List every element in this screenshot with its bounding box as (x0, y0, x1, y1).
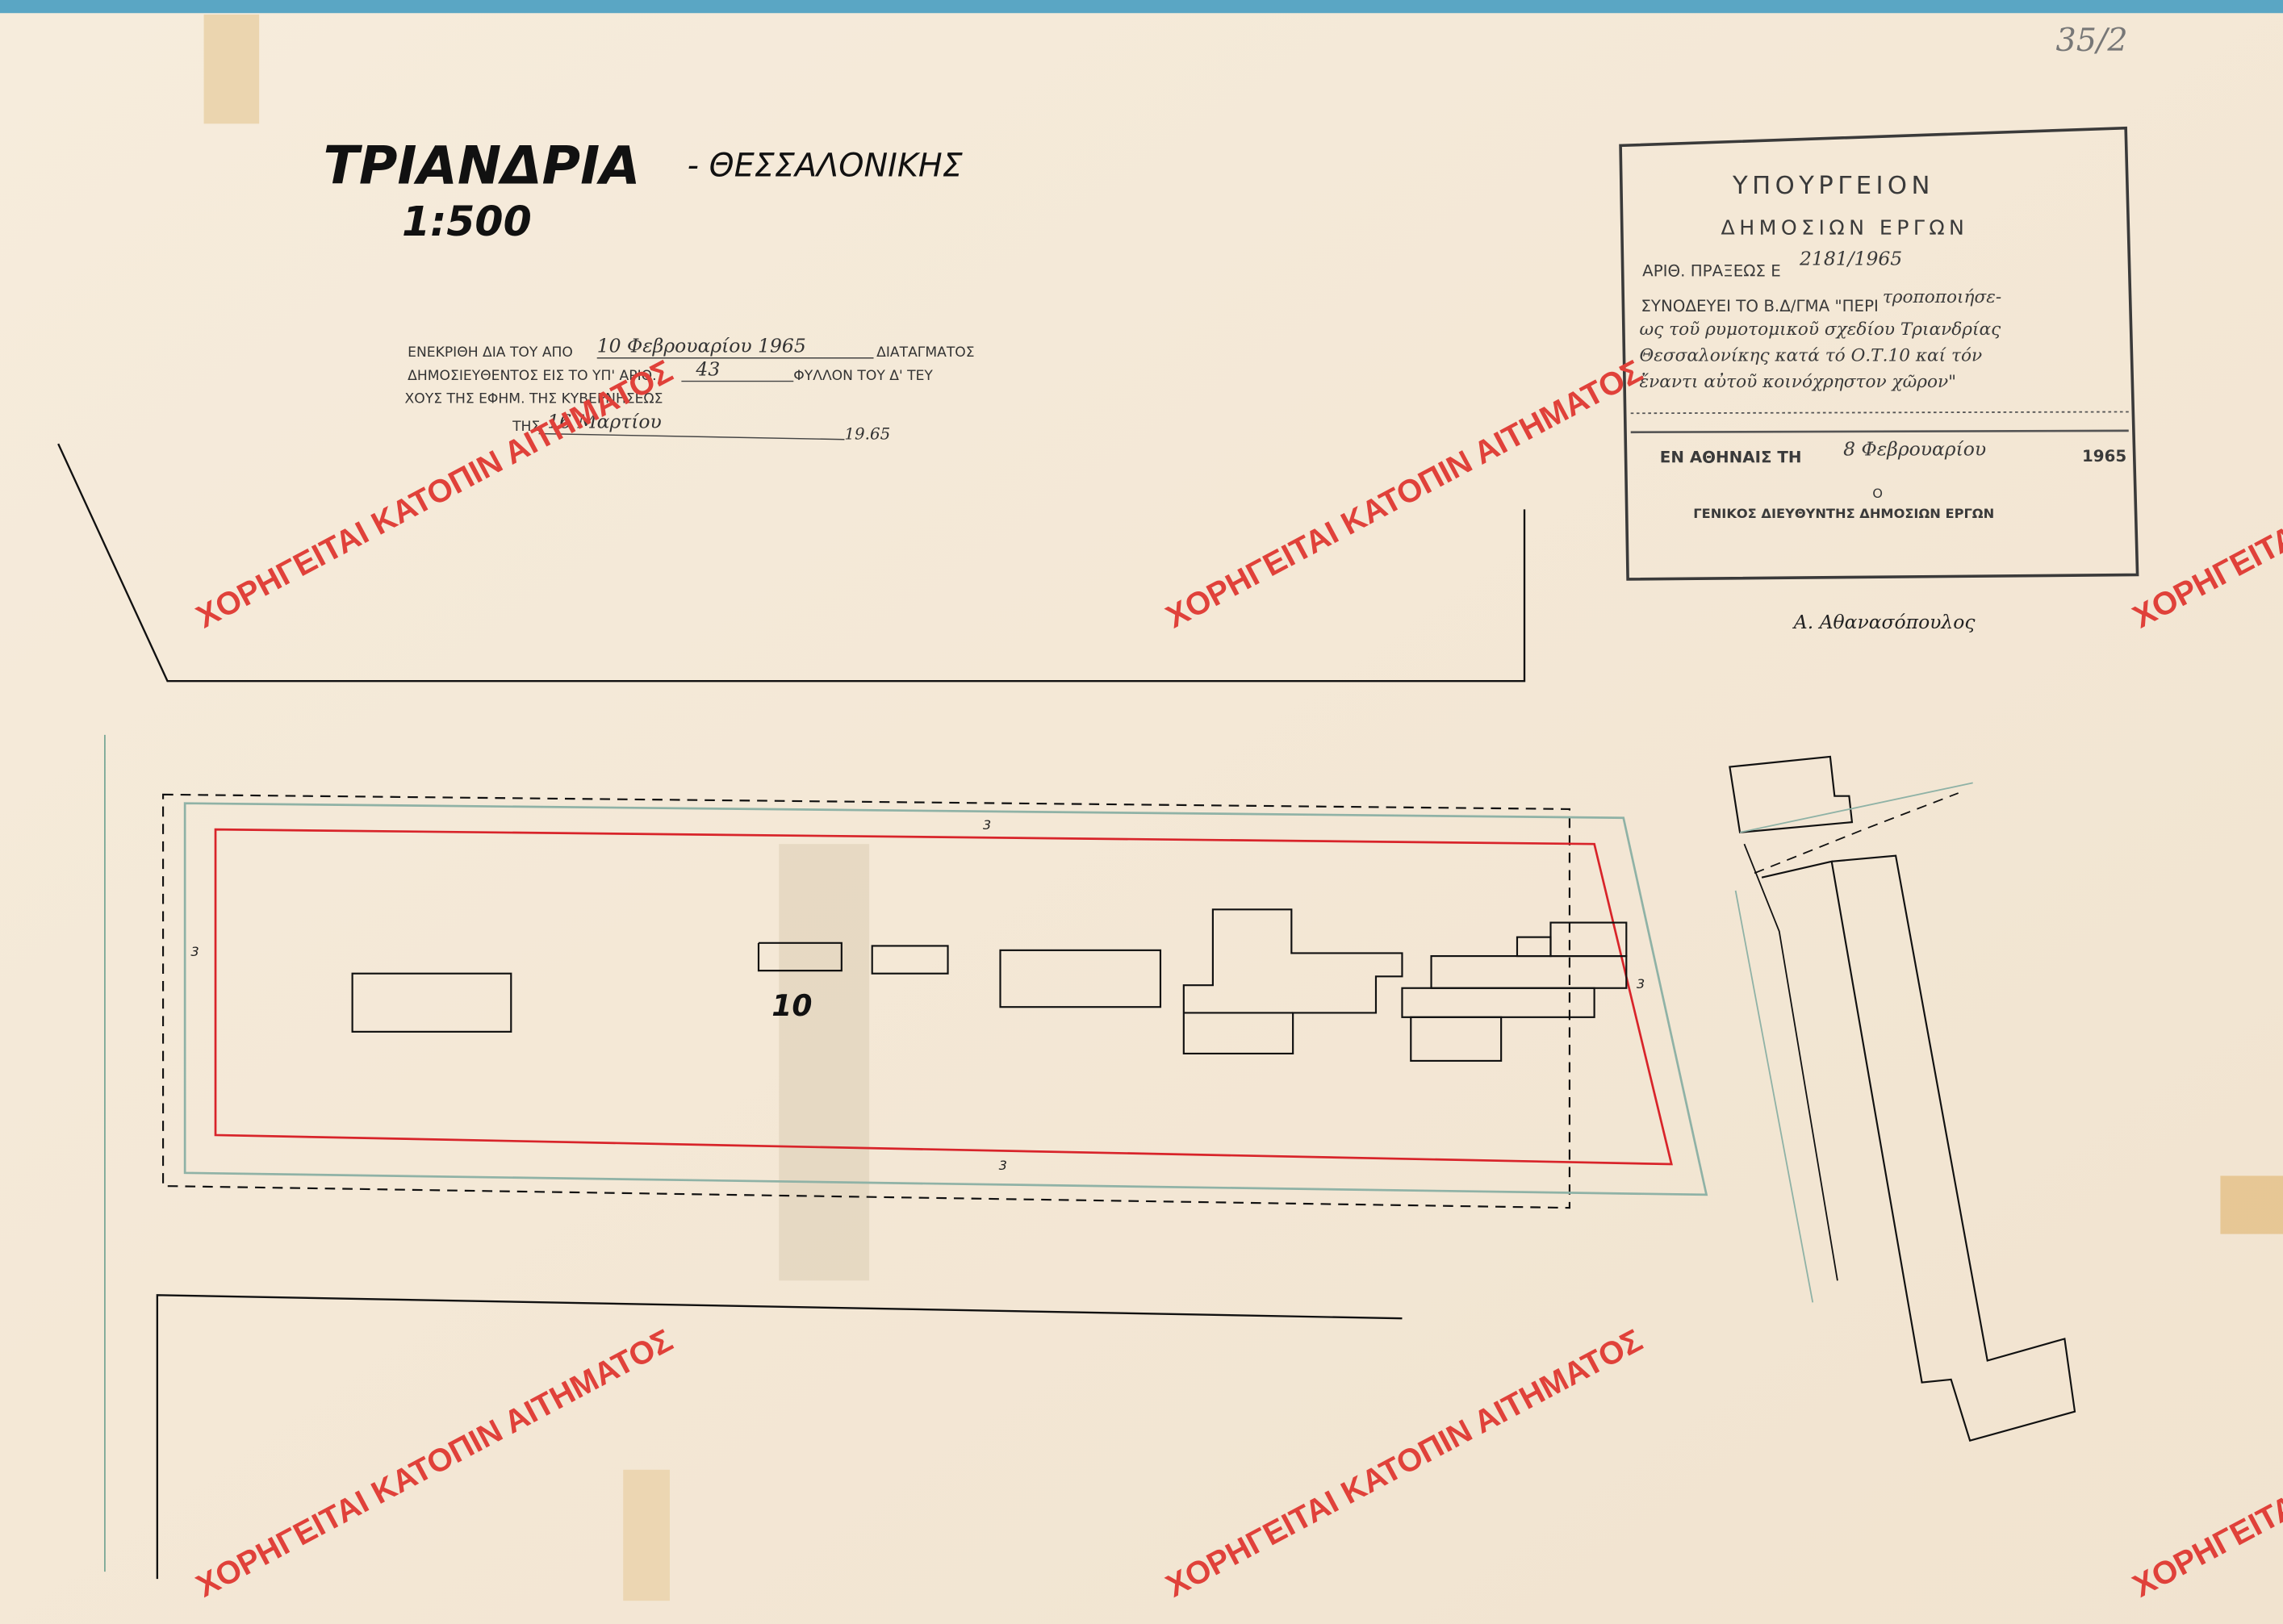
blue-border-strip (0, 0, 2283, 14)
title-place: ΤΡΙΑΝΔΡΙΑ (324, 136, 641, 196)
dimension-label: 3 (1637, 976, 1645, 992)
stamp-subject: Θεσσαλονίκης κατά τό Ο.Τ.10 καί τόν (1640, 345, 1983, 365)
gazette-number: 43 (695, 357, 720, 380)
title-region: - ΘΕΣΣΑΛΟΝΙΚΗΣ (688, 147, 963, 184)
stamp-date: 8 Φεβρουαρίου (1843, 438, 1986, 461)
approval-text: ΔΙΑΤΑΓΜΑΤΟΣ (876, 344, 974, 361)
publication-date: 16 Μαρτίου (547, 410, 661, 432)
stamp-year: 1965 (2082, 447, 2126, 465)
approval-text: ΔΗΜΟΣΙΕΥΘΕΝΤΟΣ ΕΙΣ ΤΟ ΥΠ' ΑΡΙΘ. (408, 368, 656, 384)
stamp-label: ΣΥΝΟΔΕΥΕΙ ΤΟ Β.Δ/ΓΜΑ "ΠΕΡΙ (1641, 297, 1879, 315)
stamp-place-label: ΕΝ ΑΘΗΝΑΙΣ ΤΗ (1660, 449, 1802, 467)
ministry-stamp: ΥΠΟΥΡΓΕΙΟΝ ΔΗΜΟΣΙΩΝ ΕΡΓΩΝ ΑΡΙΘ. ΠΡΑΞΕΩΣ … (1619, 126, 2139, 581)
stamp-ministry: ΔΗΜΟΣΙΩΝ ΕΡΓΩΝ (1721, 215, 1969, 239)
title-scale: 1:500 (402, 198, 532, 245)
dimension-label: 3 (190, 944, 199, 959)
approval-text: ΕΝΕΚΡΙΘΗ ΔΙΑ ΤΟΥ ΑΠΟ (408, 344, 573, 361)
stamp-signatory: ΓΕΝΙΚΟΣ ΔΙΕΥΘΥΝΤΗΣ ΔΗΜΟΣΙΩΝ ΕΡΓΩΝ (1693, 506, 1994, 521)
right-street-lines (1734, 782, 1973, 1303)
tape-mark (203, 15, 260, 124)
approval-date: 10 Φεβρουαρίου 1965 (597, 335, 806, 357)
building-line (214, 828, 1673, 1166)
tape-mark (2220, 1175, 2283, 1234)
page-note: 35/2 (2056, 22, 2128, 59)
stamp-subject: ως τοῦ ρυμοτομικοῦ σχεδίου Τριανδρίας (1640, 319, 2002, 340)
approval-text: ΤΗΣ (512, 419, 540, 435)
stamp-act-label: ΑΡΙΘ. ΠΡΑΞΕΩΣ Ε (1642, 262, 1781, 281)
stamp-subject: ἔναντι αὐτοῦ κοινόχρηστον χῶρον" (1640, 372, 1957, 392)
approval-note: ΕΝΕΚΡΙΘΗ ΔΙΑ ΤΟΥ ΑΠΟ 10 Φεβρουαρίου 1965… (405, 335, 975, 444)
signature: Α. Αθανασόπουλος (1792, 611, 1976, 633)
tape-mark (623, 1469, 670, 1601)
dimension-label: 3 (999, 1158, 1007, 1173)
approval-text: ΦΥΛΛΟΝ ΤΟΥ Δ' ΤΕΥ (793, 368, 933, 384)
stamp-article: Ο (1872, 486, 1883, 501)
stamp-subject: τροποποιήσε- (1883, 287, 2001, 307)
tape-mark (779, 844, 870, 1281)
stamp-act-number: 2181/1965 (1799, 247, 1902, 269)
stamp-ministry: ΥΠΟΥΡΓΕΙΟΝ (1732, 172, 1934, 200)
block-number: 10 (771, 989, 812, 1023)
street-lines (57, 443, 1526, 1580)
dimension-label: 3 (983, 817, 991, 833)
publication-year: 19.65 (844, 425, 890, 444)
sidewalk-line (183, 802, 1708, 1196)
old-block-boundary (161, 793, 1571, 1209)
approval-text: ΧΟΥΣ ΤΗΣ ΕΦΗΜ. ΤΗΣ ΚΥΒΕΡΝΗΣΕΩΣ (405, 391, 663, 407)
